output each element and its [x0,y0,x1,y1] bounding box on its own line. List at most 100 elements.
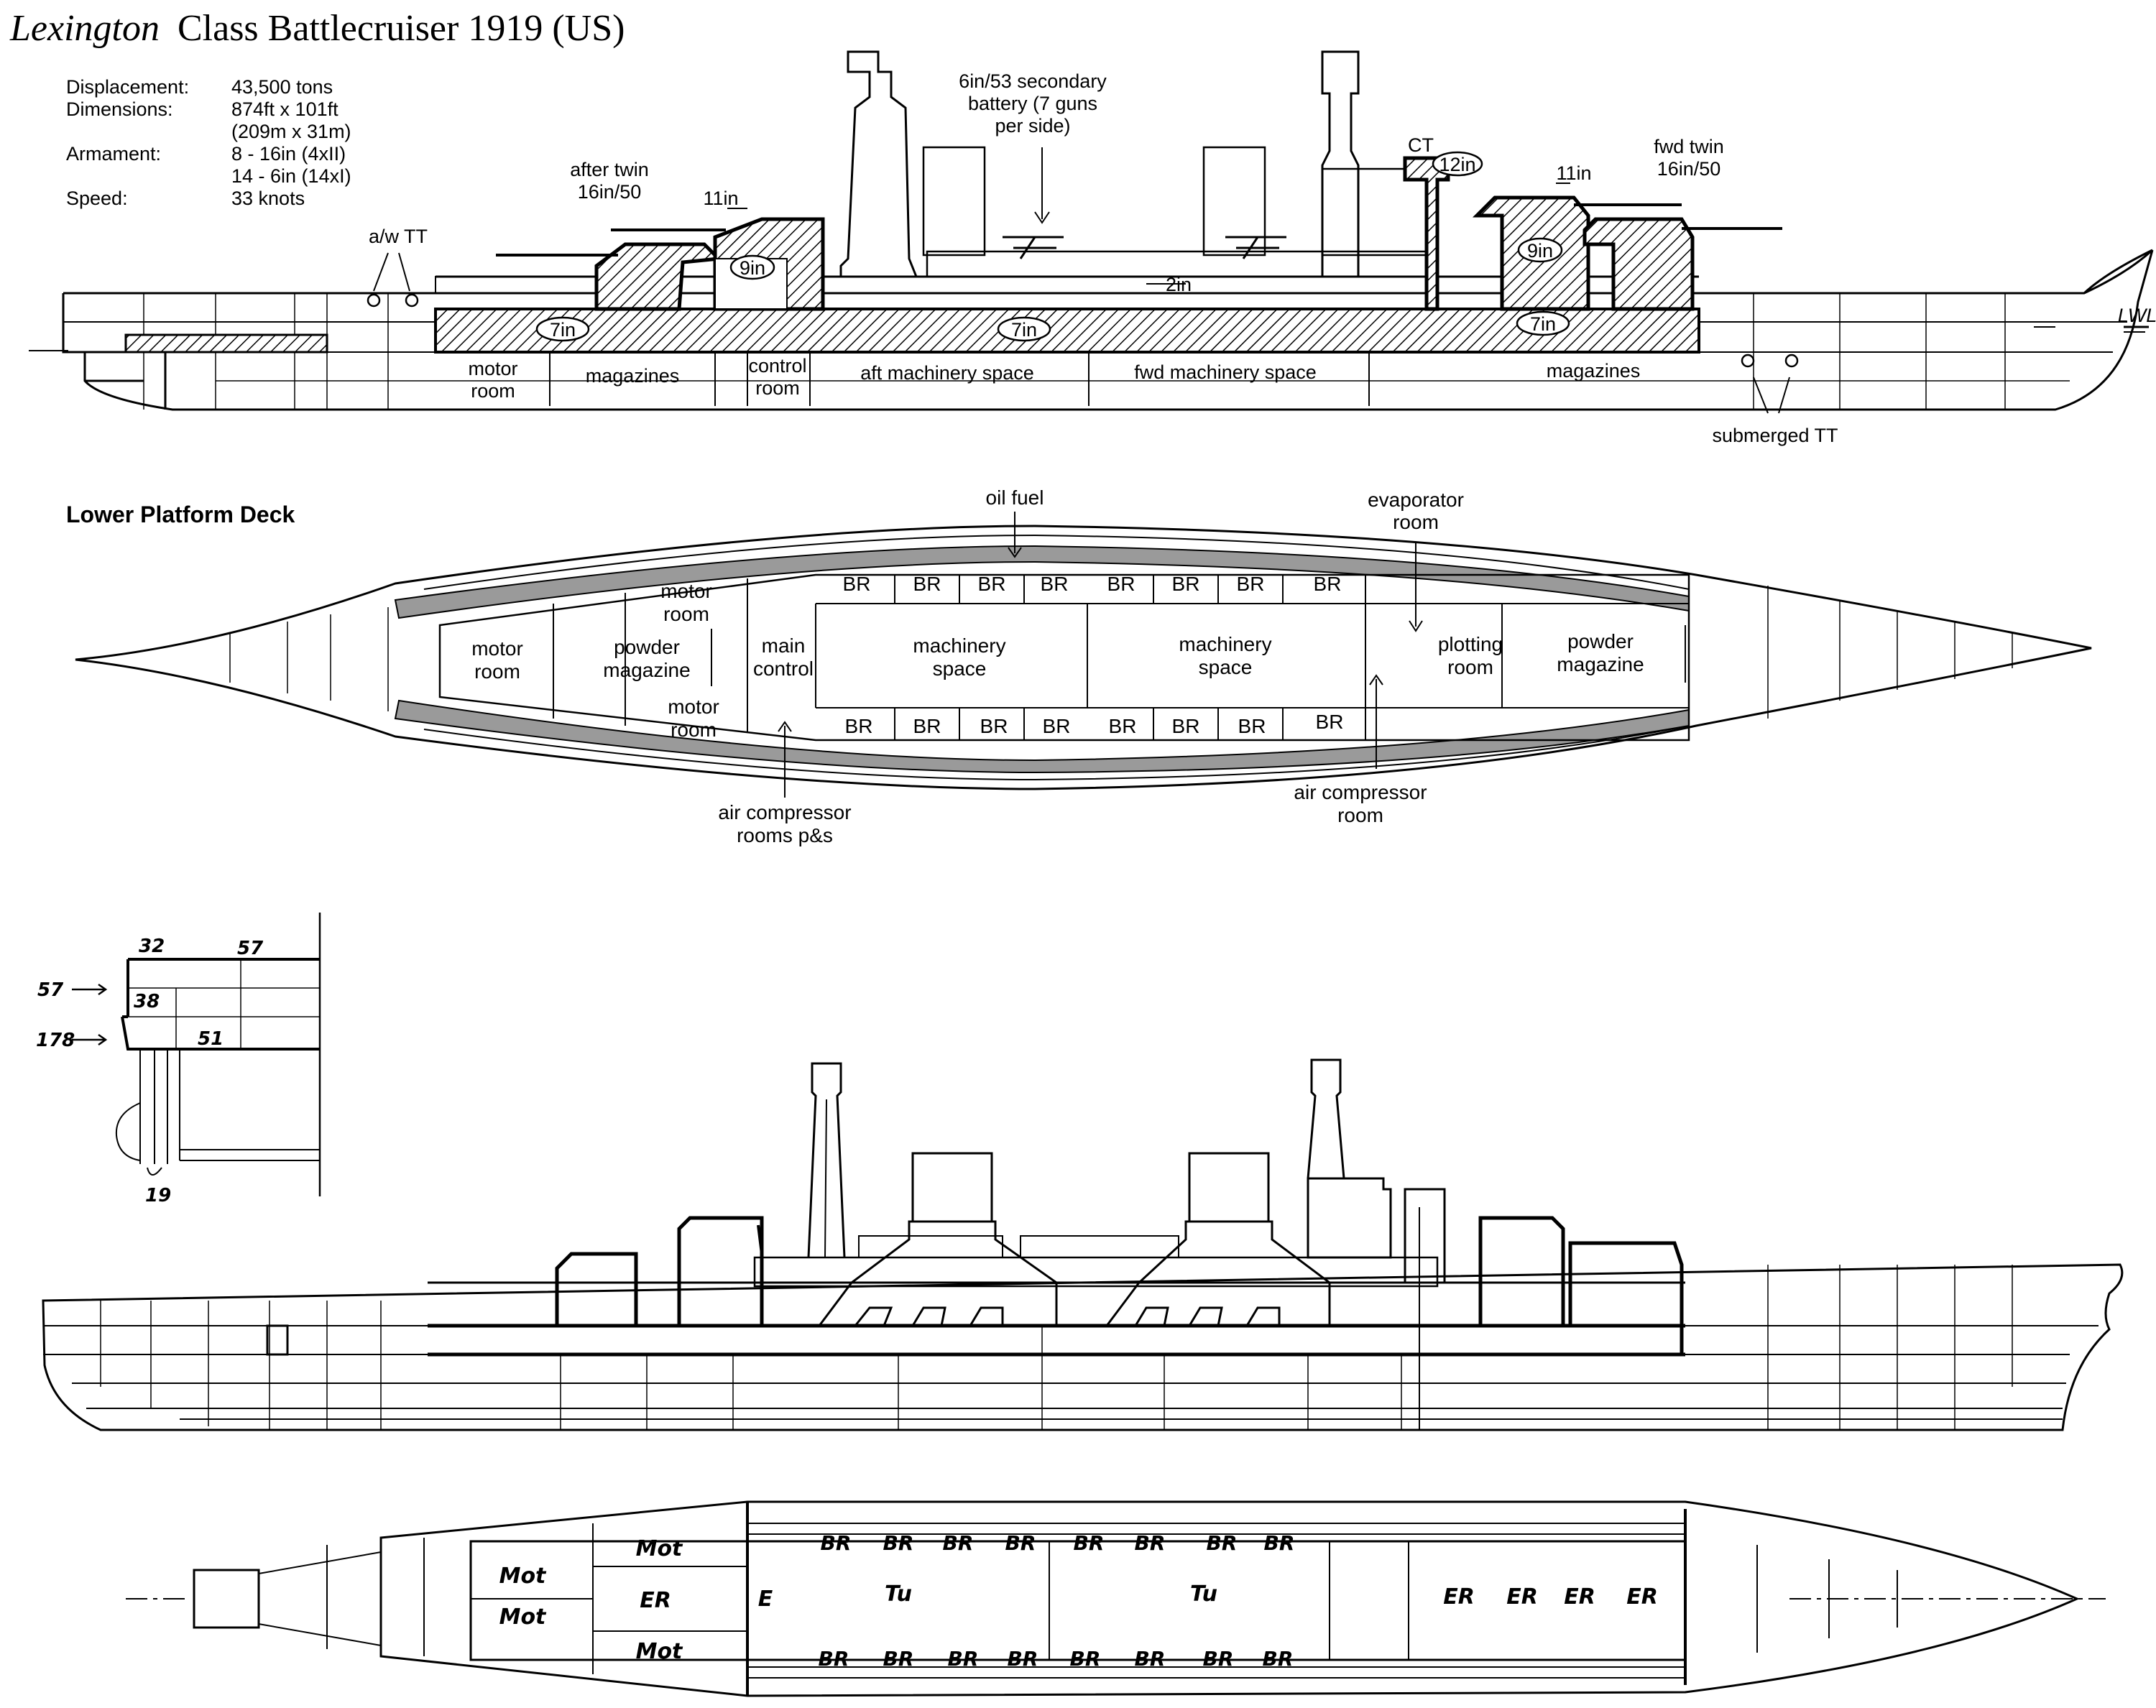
inset-label-g: 19 [145,1185,171,1206]
spec-value-armament-main: 8 - 16in (4xII) [231,143,346,165]
bottom-label-mot-3: Mot [636,1536,683,1561]
inset-label-b: 57 [237,938,264,959]
deck-hull-outline [75,525,2092,790]
bottom-br-bottom: BR BR BR BR BR BR BR BR [819,1647,1294,1671]
inset-label-f: 178 [36,1030,75,1051]
br-bot-3: BR [980,715,1008,737]
deck-label-motor-bot-1: motor [668,696,719,718]
deck-label-plotting-2: room [1447,656,1493,678]
aft-turret-x [594,242,723,311]
armor-barbette-fwd: 11in [1556,162,1591,184]
br-bot-8: BR [1316,711,1344,733]
space-fwd-machinery: fwd machinery space [1134,361,1317,383]
bottom-br-top-2: BR [883,1531,914,1555]
bottom-br-top-6: BR [1135,1531,1166,1555]
lower-stack-aft [911,1152,993,1223]
deck-label-powder-aft-2: magazine [603,659,690,681]
funnel-fwd [1321,50,1360,277]
bottom-label-er-2: ER [1506,1584,1538,1610]
armor-belt-aft: 7in [550,319,576,341]
lower-turret-b [1478,1216,1565,1326]
spec-table: Displacement: 43,500 tons Dimensions: 87… [66,76,351,209]
lower-stack-fwd [1188,1152,1270,1223]
armor-belt-mid: 7in [1011,319,1037,341]
sub-tt-circle-1 [1741,354,1755,368]
bottom-label-er-3: ER [1564,1584,1595,1610]
lower-turret-x [555,1252,638,1326]
deck-label-motor-room-1: motor [471,637,523,660]
armor-ct: 12in [1439,154,1475,175]
br-bot-1: BR [845,715,873,737]
label-secondary-1: 6in/53 secondary [959,70,1107,92]
deck-label-motor-top-2: room [663,603,709,625]
aw-tt-circle-1 [367,293,381,308]
deck-label-main-control-2: control [753,657,814,680]
spec-label-dimensions: Dimensions: [66,98,173,120]
deck-label-motor-bot-2: room [671,719,717,741]
label-after-twin-1: after twin [570,159,649,180]
secondary-guns [1003,236,1286,259]
space-control-2: room [755,377,800,399]
br-top-7: BR [1237,573,1265,595]
space-control-1: control [748,355,806,377]
bottom-label-er-aft: ER [640,1588,671,1613]
bottom-br-bot-8: BR [1263,1647,1294,1671]
spec-value-dimensions-metric: (209m x 31m) [231,121,351,142]
armor-barbette-aft: 11in [703,188,738,209]
bottom-br-bot-5: BR [1070,1647,1101,1671]
space-aft-machinery: aft machinery space [860,362,1034,384]
main-belt-armor [434,308,1700,354]
inset-label-e: 57 [37,979,64,1001]
lower-platform-deck: Lower Platform Deck [66,486,2092,846]
spec-label-armament: Armament: [66,143,161,165]
deck-label-air-comp-aft-2: rooms p&s [737,824,833,846]
space-motor-1: motor [468,358,517,379]
br-top-4: BR [1041,573,1069,595]
lower-profile-hull [42,1263,2124,1431]
deck-label-powder-fwd-1: powder [1567,630,1634,652]
bottom-br-top: BR BR BR BR BR BR BR BR [821,1531,1295,1555]
label-secondary-2: battery (7 guns [968,93,1097,114]
br-top-2: BR [913,573,941,595]
inset-label-a: 32 [139,936,165,957]
armor-tags [535,151,1570,342]
lower-turret-y [677,1216,764,1326]
boiler-room-labels-top: BR BR BR BR BR BR BR BR [843,573,1342,595]
deck-label-air-comp-fwd-1: air compressor [1294,781,1427,803]
bottom-label-mot-4: Mot [636,1639,683,1664]
bottom-br-top-3: BR [943,1531,974,1555]
deck-label-mach-fwd-2: space [1199,656,1253,678]
bottom-label-mot-2: Mot [499,1605,547,1630]
spec-label-speed: Speed: [66,188,128,209]
deck-plan-heading: Lower Platform Deck [66,502,295,527]
bottom-br-bot-6: BR [1135,1647,1166,1671]
bottom-br-bot-4: BR [1008,1647,1038,1671]
br-bot-7: BR [1238,715,1266,737]
deck-label-mach-aft-1: machinery [913,634,1005,657]
bottom-plan-hull [379,1500,2080,1697]
deck-label-evap-1: evaporator [1368,489,1464,511]
label-after-twin-2: 16in/50 [578,181,642,203]
bottom-br-bot-3: BR [948,1647,979,1671]
spec-value-speed: 33 knots [231,188,305,209]
br-top-5: BR [1107,573,1135,595]
bottom-label-er-4: ER [1626,1584,1658,1610]
br-top-1: BR [843,573,871,595]
space-magazines-aft: magazines [586,365,680,387]
diagram-title: Lexington Class Battlecruiser 1919 (US) [9,8,625,49]
profile-hull-outline [62,249,2154,411]
armor-section-inset: 32 57 38 51 57 178 19 [36,913,321,1206]
space-motor-2: room [471,380,515,402]
deck-label-air-comp-fwd-2: room [1337,804,1383,826]
bottom-br-bot-1: BR [819,1647,849,1671]
bottom-label-e: E [758,1587,773,1612]
br-top-8: BR [1314,573,1342,595]
bottom-label-tu-fwd: Tu [1190,1582,1217,1607]
deck-label-powder-aft-1: powder [614,636,680,658]
label-lwl: LWL [2118,305,2156,326]
label-aw-tt: a/w TT [369,226,428,247]
deck-label-mach-aft-2: space [933,657,987,680]
bottom-label-mot-1: Mot [499,1564,547,1589]
deck-label-motor-room-2: room [474,660,520,683]
